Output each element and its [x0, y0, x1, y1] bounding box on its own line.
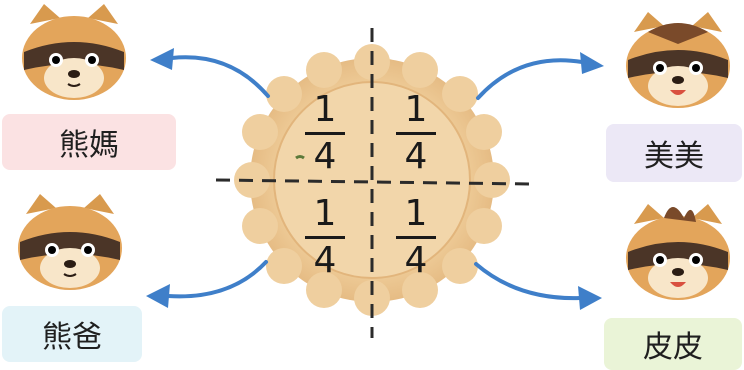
- raccoon-mom-icon: [22, 4, 126, 100]
- label-meimei: 美美: [606, 124, 742, 182]
- numerator: 1: [394, 196, 438, 232]
- numerator: 1: [303, 92, 347, 128]
- label-pipi-text: 皮皮: [643, 322, 703, 366]
- label-dad: 熊爸: [2, 306, 142, 362]
- arrow-to-pipi: [476, 264, 580, 298]
- label-mom: 熊媽: [2, 114, 176, 170]
- label-pipi: 皮皮: [604, 318, 742, 370]
- fraction-bar: [396, 132, 436, 135]
- label-dad-text: 熊爸: [42, 312, 102, 356]
- raccoon-pipi-icon: [626, 204, 730, 300]
- label-mom-text: 熊媽: [59, 120, 119, 164]
- denominator: 4: [303, 243, 347, 279]
- fraction-top-right: 1 4: [394, 92, 438, 175]
- arrow-to-mom: [172, 57, 268, 96]
- fraction-bottom-left: 1 4: [303, 196, 347, 279]
- denominator: 4: [394, 243, 438, 279]
- fraction-bar: [305, 236, 345, 239]
- label-meimei-text: 美美: [644, 131, 704, 175]
- raccoon-meimei-icon: [626, 12, 730, 108]
- fraction-bar: [305, 132, 345, 135]
- arrow-to-dad: [168, 262, 266, 296]
- fraction-bar: [396, 236, 436, 239]
- numerator: 1: [303, 196, 347, 232]
- arrow-to-meimei: [478, 60, 582, 98]
- fraction-bottom-right: 1 4: [394, 196, 438, 279]
- numerator: 1: [394, 92, 438, 128]
- fraction-top-left: 1 4: [303, 92, 347, 175]
- denominator: 4: [303, 139, 347, 175]
- denominator: 4: [394, 139, 438, 175]
- raccoon-dad-icon: [18, 194, 122, 290]
